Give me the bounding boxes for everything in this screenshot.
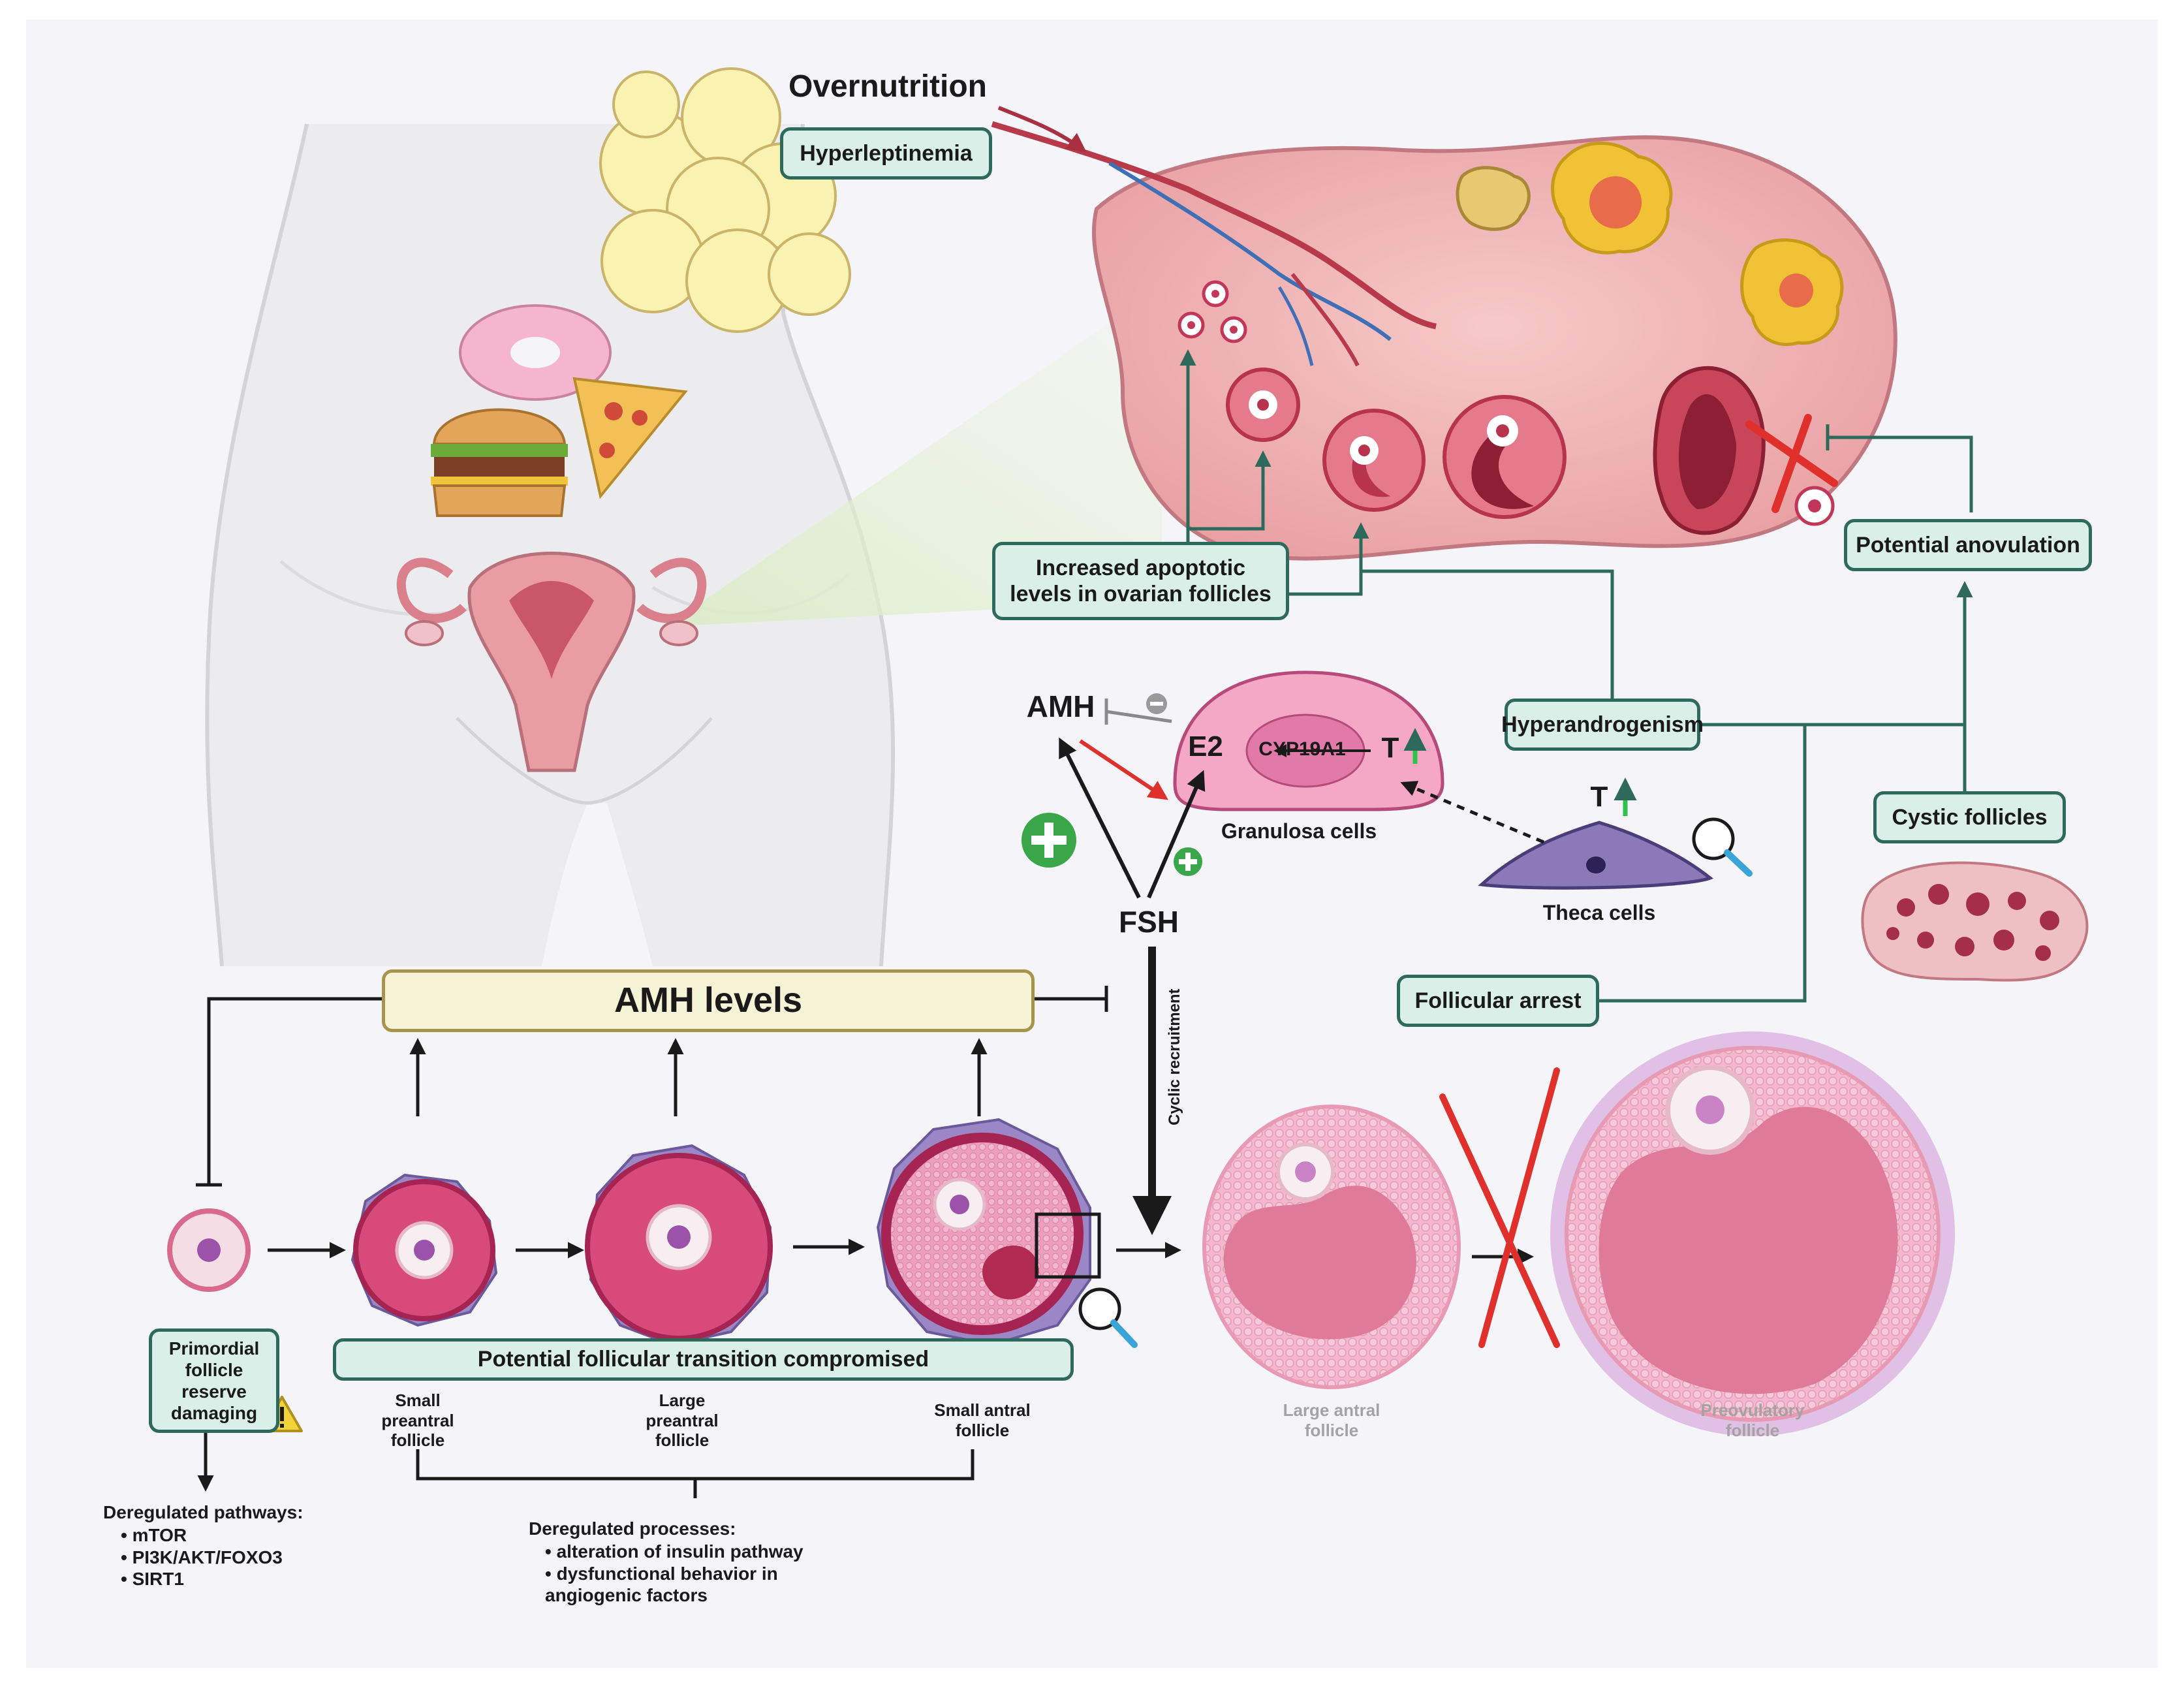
preovulatory-follicle bbox=[1550, 1031, 1955, 1436]
adipocyte-cluster bbox=[599, 67, 851, 333]
cystic-follicles-box: Cystic follicles bbox=[1873, 791, 2066, 843]
cystic-ovary-icon bbox=[1861, 861, 2089, 982]
small-preantral-follicle bbox=[351, 1173, 498, 1327]
large-antral-follicle bbox=[1202, 1105, 1461, 1389]
theca-cell-icon bbox=[1478, 821, 1714, 890]
large-antral-label: Large antral follicle bbox=[1283, 1400, 1381, 1440]
follicle-bracket bbox=[416, 1449, 975, 1498]
amh-to-e2-arrow bbox=[1079, 739, 1168, 800]
red-cross-icon bbox=[1745, 414, 1838, 513]
potential-transition-box: Potential follicular transition compromi… bbox=[333, 1338, 1074, 1381]
small-preantral-label: Small preantral follicle bbox=[381, 1390, 454, 1451]
zoom-box bbox=[1035, 1212, 1101, 1279]
minus-icon bbox=[1146, 693, 1167, 714]
amh-inhibition-lines bbox=[196, 986, 1108, 1187]
overnutrition-arrow bbox=[997, 106, 1087, 153]
hyperleptinemia-box: Hyperleptinemia bbox=[780, 127, 992, 180]
large-preantral-label: Large preantral follicle bbox=[646, 1390, 719, 1451]
deregulated-pathways-list: • mTOR • PI3K/AKT/FOXO3 • SIRT1 bbox=[121, 1525, 283, 1590]
magnifier-icon bbox=[1078, 1287, 1138, 1348]
magnifier-icon bbox=[1692, 817, 1753, 877]
potential-anovulation-box: Potential anovulation bbox=[1844, 519, 2092, 571]
fsh-label: FSH bbox=[1119, 905, 1179, 939]
cyclic-recruitment-label: Cyclic recruitment bbox=[1165, 988, 1183, 1125]
primordial-follicle bbox=[167, 1208, 251, 1292]
small-antral-follicle bbox=[876, 1118, 1091, 1347]
t-granulosa-label: T bbox=[1381, 732, 1399, 764]
theca-cells-label: Theca cells bbox=[1542, 901, 1656, 924]
hyperandrogenism-box: Hyperandrogenism bbox=[1501, 699, 1704, 751]
deregulated-pathways-title: Deregulated pathways: bbox=[103, 1502, 304, 1522]
t-theca-label: T bbox=[1590, 781, 1608, 813]
primordial-reserve-box: Primordial follicle reserve damaging bbox=[149, 1328, 279, 1433]
increased-apoptotic-box: Increased apoptotic levels in ovarian fo… bbox=[992, 542, 1289, 620]
preovulatory-label: Preovulatory follicle bbox=[1700, 1400, 1805, 1440]
small-antral-label: Small antral follicle bbox=[934, 1400, 1031, 1440]
body-silhouette bbox=[205, 123, 896, 967]
plus-icon bbox=[1022, 813, 1076, 868]
red-cross-icon bbox=[1439, 1067, 1560, 1348]
deregulated-processes-title: Deregulated processes: bbox=[529, 1518, 736, 1539]
deregulated-processes-list: • alteration of insulin pathway • dysfun… bbox=[545, 1541, 803, 1606]
granulosa-cells-label: Granulosa cells bbox=[1221, 819, 1377, 843]
junk-food-icon bbox=[431, 304, 688, 517]
follicular-arrest-box: Follicular arrest bbox=[1397, 975, 1599, 1027]
overnutrition-title: Overnutrition bbox=[788, 69, 987, 104]
plus-icon bbox=[1174, 847, 1202, 876]
ovary-illustration bbox=[991, 121, 1897, 561]
fsh-to-amh-arrow bbox=[1059, 737, 1141, 899]
inhibition-line bbox=[1106, 710, 1172, 723]
uterus-icon bbox=[396, 552, 707, 772]
teal-connectors bbox=[1179, 349, 1973, 1003]
fsh-to-e2-arrow bbox=[1147, 770, 1206, 899]
e2-label: E2 bbox=[1188, 731, 1223, 762]
amh-levels-box: AMH levels bbox=[382, 969, 1035, 1032]
cyp19a1-label: CYP19A1 bbox=[1258, 738, 1346, 760]
theca-to-granulosa-arrow bbox=[1400, 781, 1544, 844]
amh-label: AMH bbox=[1026, 689, 1095, 723]
large-preantral-follicle bbox=[585, 1144, 773, 1347]
